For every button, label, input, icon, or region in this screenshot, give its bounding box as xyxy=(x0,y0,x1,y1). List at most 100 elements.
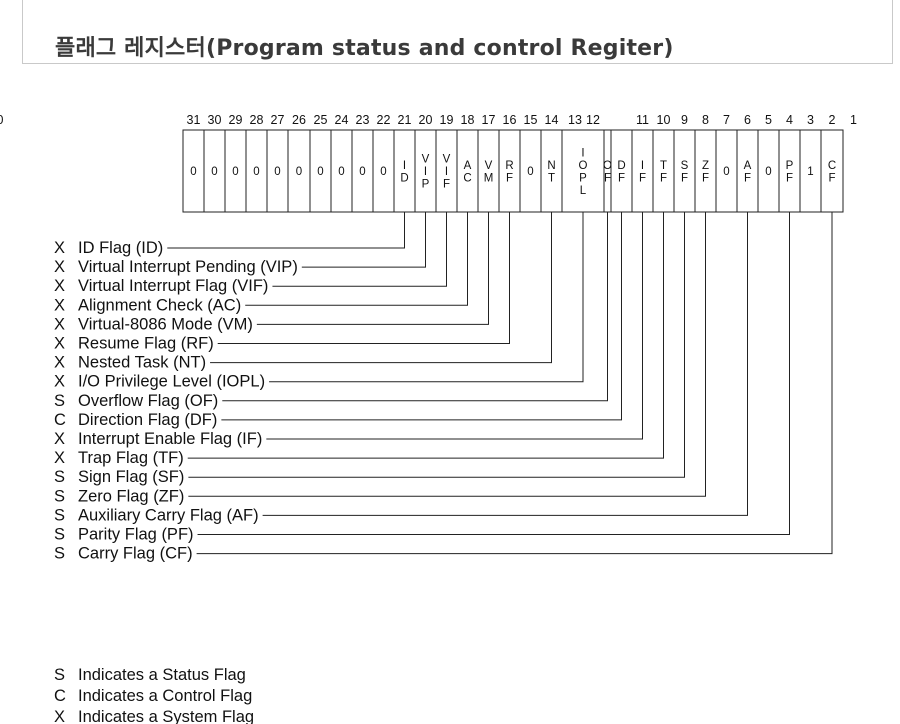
register-cell-label: 0 xyxy=(296,166,302,178)
leader-line xyxy=(266,212,643,440)
register-cell-label: 0 xyxy=(359,166,365,178)
register-cell-label: F xyxy=(506,172,513,184)
flag-label: Resume Flag (RF) xyxy=(78,335,214,353)
register-cell-label: 0 xyxy=(765,166,771,178)
register-cell-label: P xyxy=(422,179,430,191)
register-cell-label: 1 xyxy=(807,166,813,178)
legend-label: Indicates a System Flag xyxy=(78,708,254,724)
bit-number: 22 xyxy=(377,113,391,127)
register-cell-label: 0 xyxy=(190,166,196,178)
bit-number: 21 xyxy=(398,113,412,127)
register-cell-label: F xyxy=(618,172,625,184)
bit-number: 11 xyxy=(636,113,649,127)
bit-number: 15 xyxy=(524,113,538,127)
flag-type: S xyxy=(54,506,65,524)
bit-number: 27 xyxy=(271,113,285,127)
leader-line xyxy=(301,212,426,268)
bit-number: 2 xyxy=(829,113,836,127)
leader-line xyxy=(210,212,552,364)
bit-number: 13 xyxy=(568,113,582,127)
leader-line xyxy=(188,212,706,497)
bit-number: 26 xyxy=(292,113,306,127)
flag-label: Sign Flag (SF) xyxy=(78,468,184,486)
leader-line xyxy=(197,212,790,535)
register-cell-label: N xyxy=(547,160,555,172)
flag-type: X xyxy=(54,258,65,276)
register-cell-label: P xyxy=(579,172,587,184)
flag-type: S xyxy=(54,392,65,410)
flag-label: Auxiliary Carry Flag (AF) xyxy=(78,506,259,524)
legend-type: C xyxy=(54,687,66,705)
register-cell-label: 0 xyxy=(380,166,386,178)
register-cell-label: I xyxy=(424,166,427,178)
flag-type: X xyxy=(54,373,65,391)
bit-number: 14 xyxy=(545,113,559,127)
register-cell-label: 0 xyxy=(274,166,280,178)
register-cell-label: F xyxy=(702,172,709,184)
flag-label: Parity Flag (PF) xyxy=(78,526,194,544)
bit-number: 12 xyxy=(586,113,600,127)
legend-type: S xyxy=(54,666,65,684)
flag-label: Zero Flag (ZF) xyxy=(78,487,184,505)
legend-label: Indicates a Control Flag xyxy=(78,687,252,705)
register-cell-label: Z xyxy=(702,160,709,172)
bit-number: 17 xyxy=(482,113,496,127)
register-cell-label: I xyxy=(641,160,644,172)
flag-type: X xyxy=(54,239,65,257)
register-cell-label: P xyxy=(786,160,794,172)
bit-number: 24 xyxy=(335,113,349,127)
leader-line xyxy=(222,212,608,402)
bit-number: 8 xyxy=(702,113,709,127)
register-cell-label: V xyxy=(485,160,493,172)
flag-type: X xyxy=(54,354,65,372)
bit-number: 3 xyxy=(807,113,814,127)
flag-label: Nested Task (NT) xyxy=(78,354,206,372)
register-cell-label: O xyxy=(579,160,588,172)
bit-number: 1 xyxy=(850,113,857,127)
register-cell-label: F xyxy=(828,172,835,184)
register-cell-label: 0 xyxy=(317,166,323,178)
bit-number: 5 xyxy=(765,113,772,127)
bit-number: 31 xyxy=(187,113,201,127)
register-cell-label: V xyxy=(443,154,451,166)
leader-line xyxy=(272,212,447,287)
leader-line xyxy=(245,212,468,306)
page-title: 플래그 레지스터(Program status and control Regi… xyxy=(55,36,674,61)
bit-number: 4 xyxy=(786,113,793,127)
register-cell-label: T xyxy=(660,160,667,172)
bit-number: 18 xyxy=(461,113,475,127)
flag-label: I/O Privilege Level (IOPL) xyxy=(78,373,265,391)
flag-type: X xyxy=(54,449,65,467)
flag-type: X xyxy=(54,335,65,353)
register-cell-label: R xyxy=(505,160,513,172)
flag-leader-lines xyxy=(167,212,833,555)
register-cell-label: C xyxy=(463,172,471,184)
register-cell xyxy=(561,129,605,213)
register-cell-label: F xyxy=(786,172,793,184)
leader-line xyxy=(217,212,510,344)
leader-line xyxy=(256,212,489,325)
bit-number: 19 xyxy=(440,113,454,127)
register-cell-label: V xyxy=(422,154,430,166)
register-cell-label: C xyxy=(828,160,836,172)
bit-number: 6 xyxy=(744,113,751,127)
register-cell-label: 0 xyxy=(723,166,729,178)
flag-type: S xyxy=(54,487,65,505)
flag-label: ID Flag (ID) xyxy=(78,239,163,257)
register-cell-label: L xyxy=(580,185,587,197)
flag-type: X xyxy=(54,430,65,448)
register-cell-label: F xyxy=(660,172,667,184)
flag-label: Virtual Interrupt Pending (VIP) xyxy=(78,258,298,276)
bit-number: 28 xyxy=(250,113,264,127)
bit-number: 30 xyxy=(208,113,222,127)
register-cell-label: O xyxy=(603,160,612,172)
leader-line xyxy=(188,212,685,478)
flag-type: S xyxy=(54,468,65,486)
flag-label: Alignment Check (AC) xyxy=(78,296,241,314)
bit-number: 0 xyxy=(0,113,4,127)
register-cell-label: T xyxy=(548,172,555,184)
